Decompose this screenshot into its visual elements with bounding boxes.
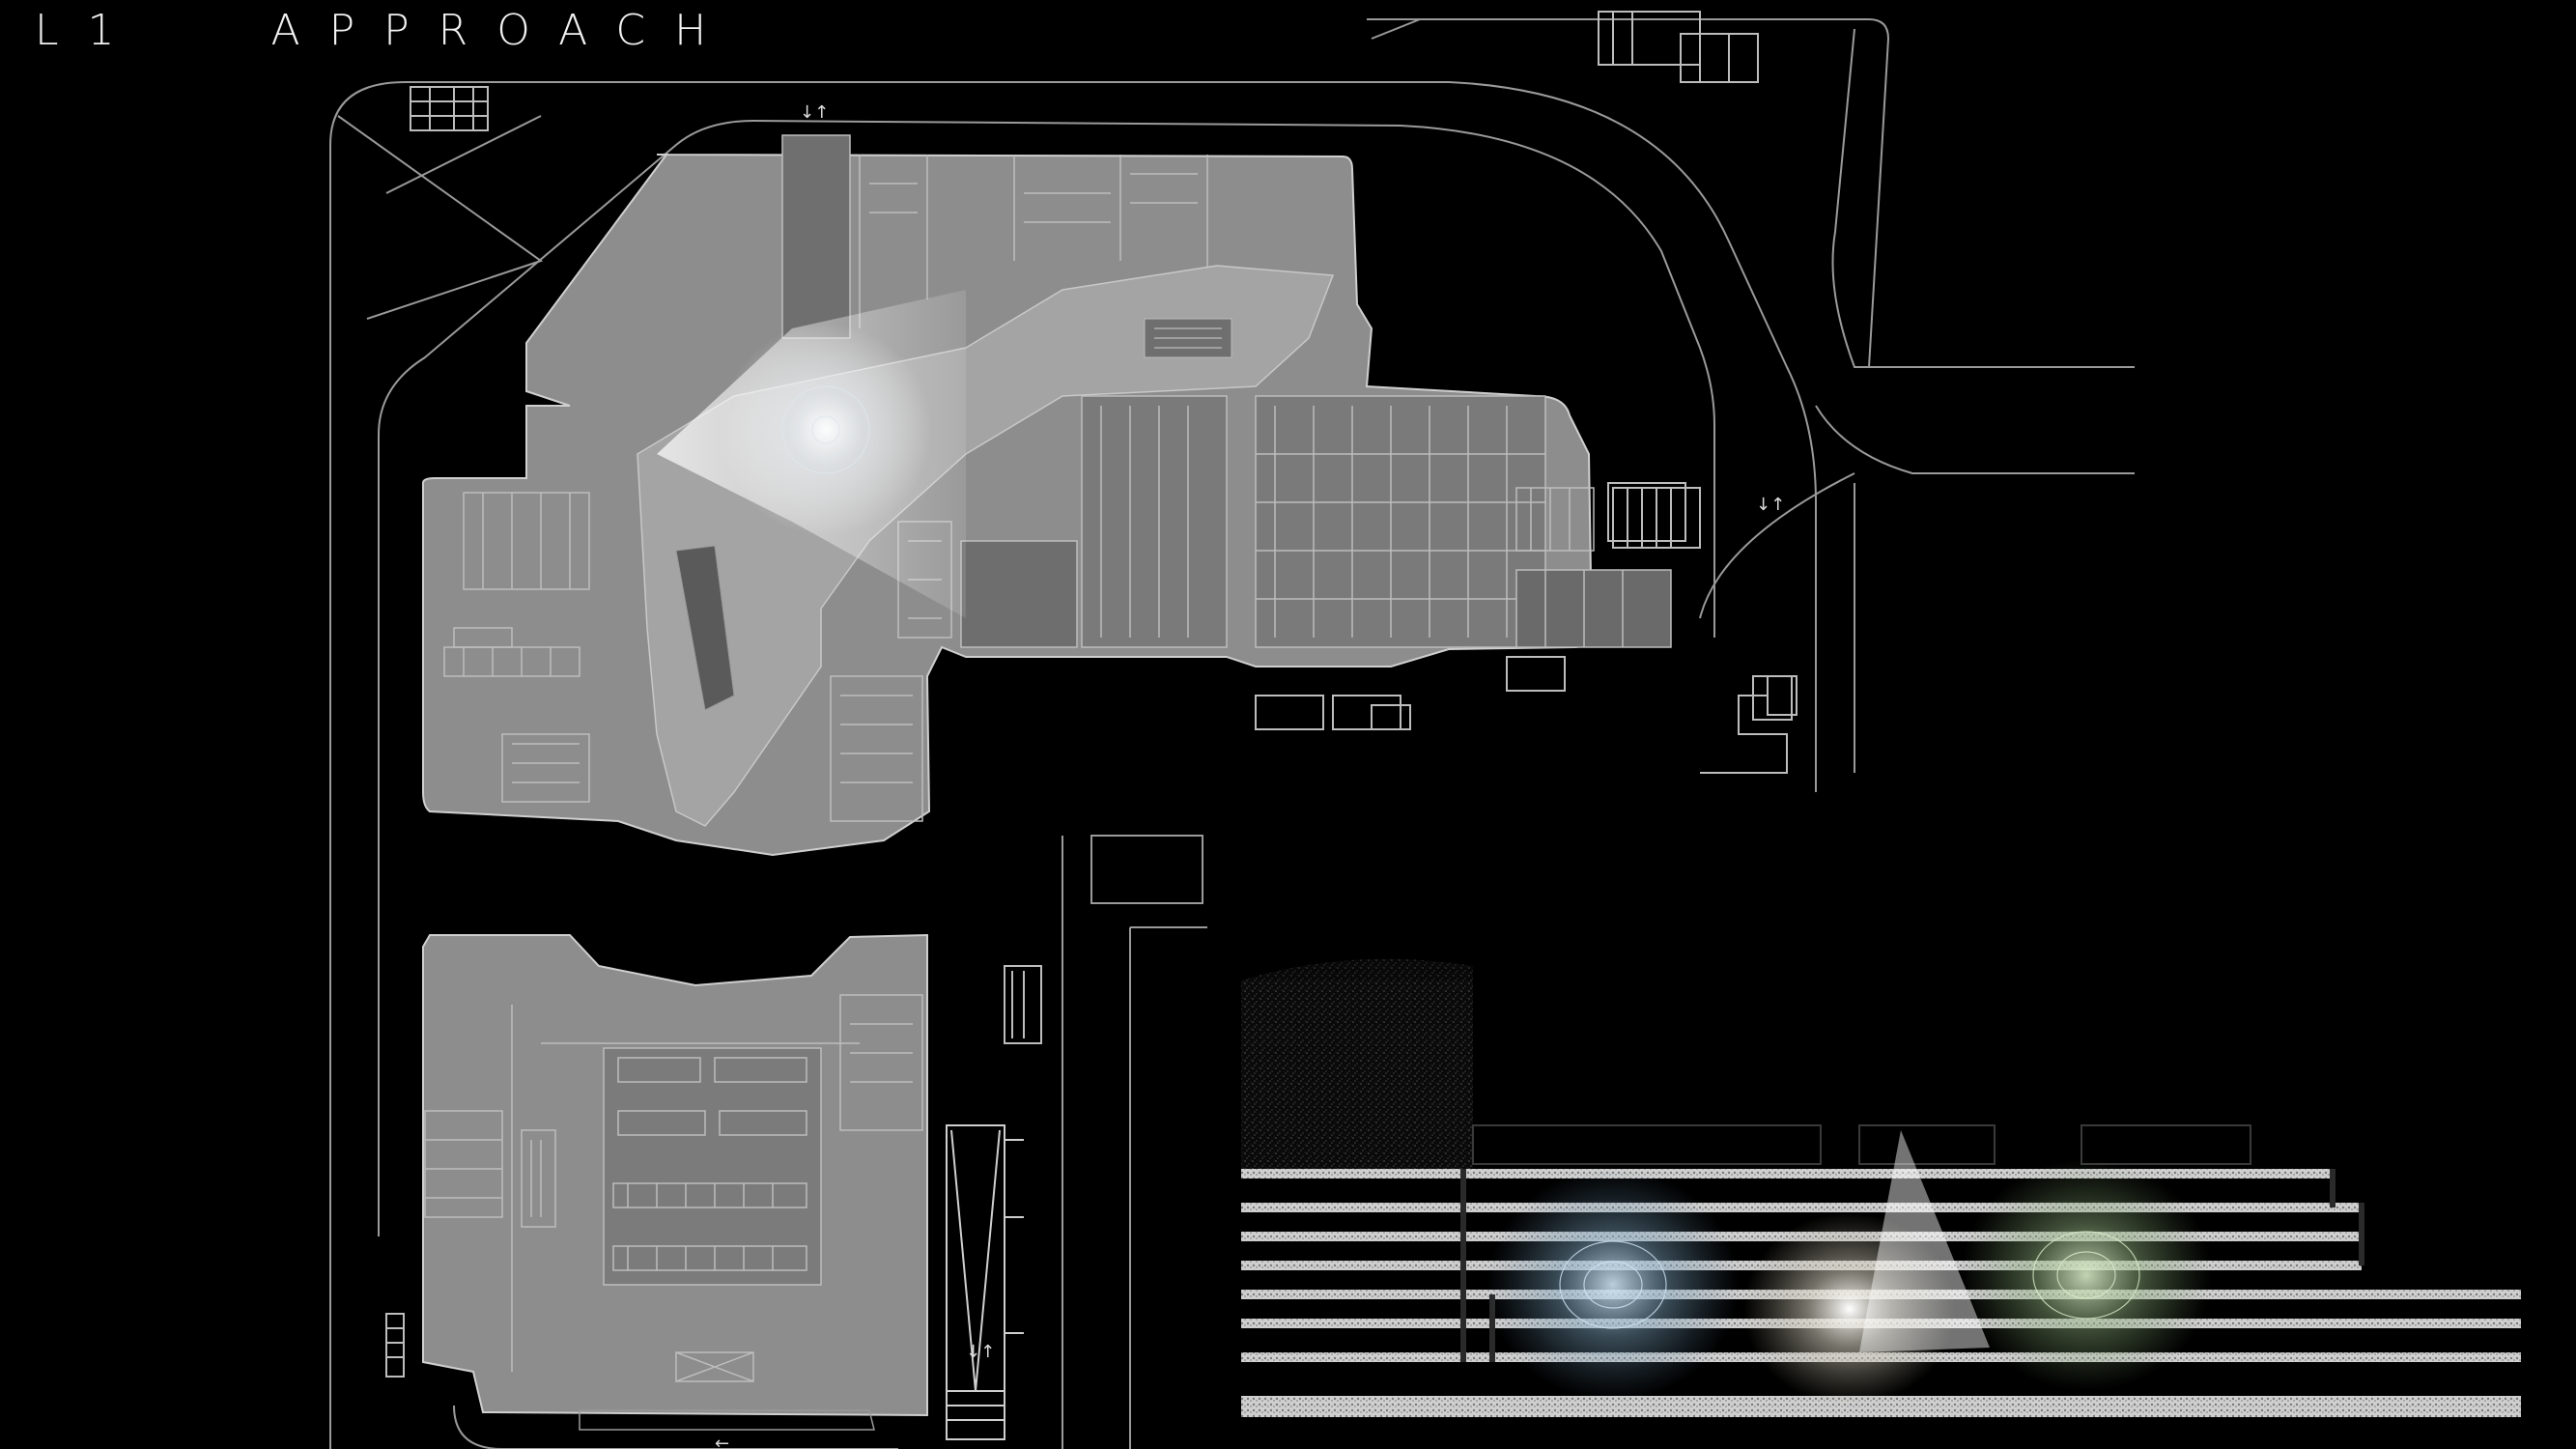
arrow-bottom-left: ← [715, 1434, 729, 1449]
arrow-north-top: ↓↑ [800, 102, 829, 123]
ramp-structure [946, 1124, 1024, 1440]
site-structures [385, 11, 1798, 1378]
approach-section-render [1241, 958, 2521, 1417]
site-roads [329, 18, 2135, 1449]
north-building [422, 134, 1672, 857]
arrow-east-entry: ↓↑ [1756, 495, 1785, 515]
south-building [421, 933, 928, 1449]
light-beam [657, 290, 966, 618]
drawing-title: L1 APPROACH [35, 6, 736, 55]
arrow-south-ramp: ↓↑ [966, 1342, 995, 1362]
